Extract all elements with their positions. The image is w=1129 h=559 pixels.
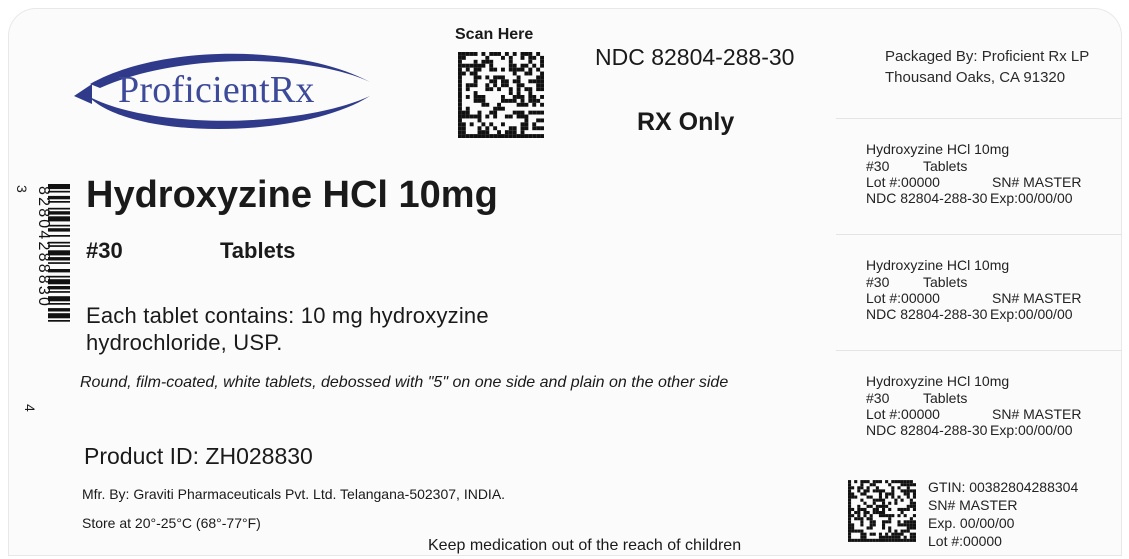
sticker-count: #30 [866,390,890,406]
sticker-ndc: NDC 82804-288-30 [866,422,988,438]
sticker-unit: Tablets [923,390,968,406]
sticker-lot: Lot #:00000 [866,174,940,190]
tablet-description: Round, film-coated, white tablets, debos… [80,374,729,391]
sticker-unit: Tablets [923,274,968,290]
sticker-serial: SN# MASTER [992,406,1082,422]
gtin-exp: Exp. 00/00/00 [928,515,1015,531]
sticker-ndc: NDC 82804-288-30 [866,306,988,322]
peel-sticker: Hydroxyzine HCl 10mg #30 Tablets Lot #:0… [836,118,1122,227]
peel-sticker: Hydroxyzine HCl 10mg #30 Tablets Lot #:0… [836,234,1122,343]
rx-only-label: RX Only [637,108,735,136]
sticker-exp: Exp:00/00/00 [990,306,1073,322]
sticker-serial: SN# MASTER [992,290,1082,306]
sticker-serial: SN# MASTER [992,174,1082,190]
sticker-ndc: NDC 82804-288-30 [866,190,988,206]
gtin-serial: SN# MASTER [928,497,1018,513]
barcode-lead-digit: 3 [14,185,30,193]
contents-line-2: hydrochloride, USP. [86,330,283,355]
sticker-drug-name: Hydroxyzine HCl 10mg [866,141,1010,157]
ndc-number: NDC 82804-288-30 [595,44,795,70]
sticker-count: #30 [866,158,890,174]
upc-barcode-icon [48,184,70,322]
child-warning: Keep medication out of the reach of chil… [428,537,742,554]
peel-sticker: Hydroxyzine HCl 10mg #30 Tablets Lot #:0… [836,350,1122,459]
sticker-lot: Lot #:00000 [866,290,940,306]
sticker-exp: Exp:00/00/00 [990,190,1073,206]
product-id: Product ID: ZH028830 [84,443,313,469]
barcode-trail-digit: 4 [22,404,38,412]
sticker-unit: Tablets [923,158,968,174]
drug-title: Hydroxyzine HCl 10mg [86,174,498,216]
tablet-contents: Each tablet contains: 10 mg hydroxyzine … [86,302,489,356]
packager-info: Packaged By: Proficient Rx LP Thousand O… [885,46,1089,88]
gtin-block: GTIN: 00382804288304 SN# MASTER Exp. 00/… [928,478,1078,550]
datamatrix-small-icon [848,480,916,542]
sticker-count: #30 [866,274,890,290]
datamatrix-code-icon [458,52,544,138]
gtin-lot: Lot #:00000 [928,533,1002,549]
sticker-lot: Lot #:00000 [866,406,940,422]
proficientrx-logo: ProficientRx [70,44,390,144]
gtin-number: GTIN: 00382804288304 [928,479,1079,495]
logo-text: ProficientRx [118,69,315,111]
tablet-unit: Tablets [220,238,296,263]
sticker-exp: Exp:00/00/00 [990,422,1073,438]
barcode-digits: 82804288830 [35,186,52,309]
contents-line-1: Each tablet contains: 10 mg hydroxyzine [86,303,489,328]
tablet-count: #30 [86,238,123,263]
manufacturer-info: Mfr. By: Graviti Pharmaceuticals Pvt. Lt… [82,486,506,502]
packager-line-1: Packaged By: Proficient Rx LP [885,48,1090,65]
prescription-label [8,8,1122,556]
logo-swoosh-icon [74,53,370,129]
scan-here-label: Scan Here [455,26,534,43]
sticker-drug-name: Hydroxyzine HCl 10mg [866,257,1010,273]
packager-line-2: Thousand Oaks, CA 91320 [885,69,1066,86]
storage-info: Store at 20°-25°C (68°-77°F) [82,515,261,531]
sticker-drug-name: Hydroxyzine HCl 10mg [866,373,1010,389]
